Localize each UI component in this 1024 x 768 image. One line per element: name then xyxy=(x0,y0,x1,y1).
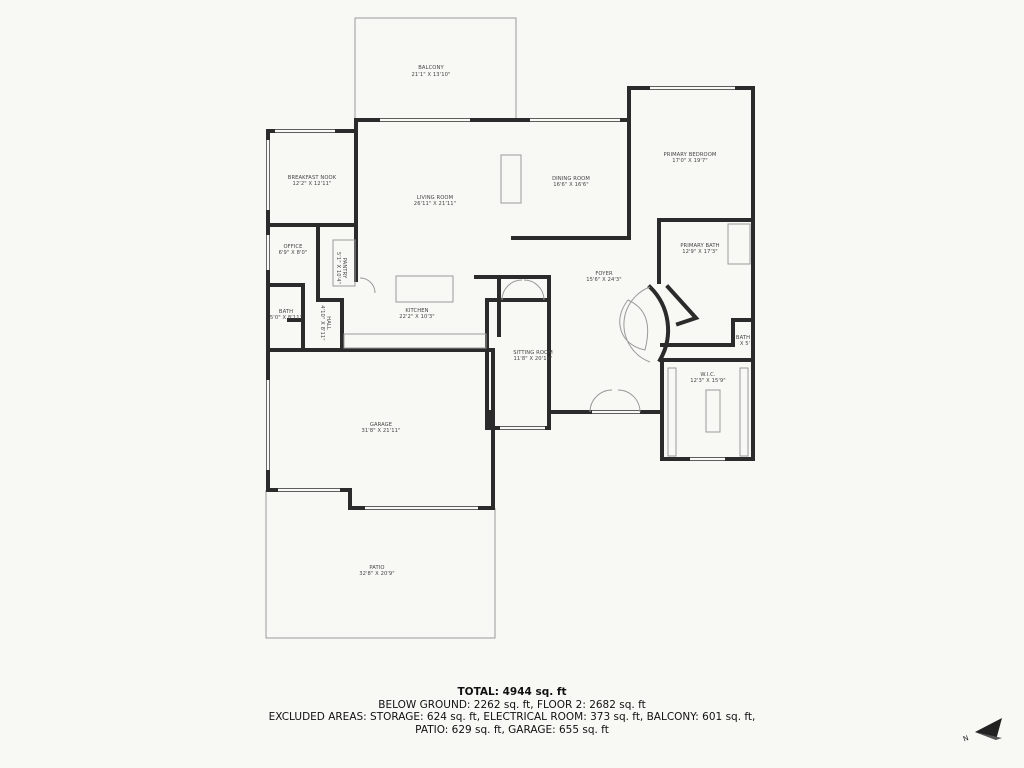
room-bath-2-dims: X 5' xyxy=(740,341,750,347)
room-garage-dims: 31'8" X 21'11" xyxy=(362,428,401,434)
summary-line-2: EXCLUDED AREAS: STORAGE: 624 sq. ft, ELE… xyxy=(268,711,756,723)
room-office-dims: 6'9" X 8'0" xyxy=(279,250,308,256)
balcony-outline xyxy=(354,17,517,120)
room-garage-name: GARAGE xyxy=(370,422,392,428)
room-dining-room-dims: 16'6" X 16'6" xyxy=(553,182,589,188)
room-breakfast-nook-dims: 12'2" X 12'11" xyxy=(293,181,332,187)
room-breakfast-nook-name: BREAKFAST NOOK xyxy=(288,175,337,181)
room-pantry-dims: 5'1" X 10'4" xyxy=(335,252,341,284)
room-primary-bath-name: PRIMARY BATH xyxy=(680,243,719,249)
room-sitting-room-dims: 11'8" X 20'10" xyxy=(514,356,553,362)
north-arrow-icon: N xyxy=(962,718,1002,743)
summary-line-3: PATIO: 629 sq. ft, GARAGE: 655 sq. ft xyxy=(415,723,609,736)
room-office-name: OFFICE xyxy=(283,244,302,250)
total-area: TOTAL: 4944 sq. ft xyxy=(457,686,567,698)
room-bath-name: BATH xyxy=(279,309,293,315)
room-wic-name: W.I.C. xyxy=(700,372,715,378)
room-bath-2-name: BATH xyxy=(736,335,750,341)
compass-label: N xyxy=(962,734,970,743)
room-bath-dims: 5'0" X 8'11" xyxy=(270,315,302,321)
room-kitchen-dims: 22'2" X 10'3" xyxy=(399,314,435,320)
room-dining-room-name: DINING ROOM xyxy=(552,176,590,182)
room-primary-bedroom-dims: 17'0" X 19'7" xyxy=(672,158,708,164)
summary-line-1: BELOW GROUND: 2262 sq. ft, FLOOR 2: 2682… xyxy=(378,698,646,711)
room-wic-dims: 12'3" X 15'9" xyxy=(690,378,726,384)
area-summary: TOTAL: 4944 sq. ft BELOW GROUND: 2262 sq… xyxy=(0,686,1024,736)
room-balcony-dims: 21'1" X 13'10" xyxy=(412,72,451,78)
room-sitting-room-name: SITTING ROOM xyxy=(513,350,553,356)
walls xyxy=(266,86,755,510)
room-hall-dims: 4'10" X 8'11" xyxy=(319,305,325,341)
room-living-room-name: LIVING ROOM xyxy=(417,195,453,201)
room-balcony-name: BALCONY xyxy=(418,65,444,71)
room-foyer-dims: 15'6" X 24'3" xyxy=(586,277,622,283)
room-kitchen-name: KITCHEN xyxy=(405,308,428,314)
room-labels: BALCONY 21'1" X 13'10" BREAKFAST NOOK 12… xyxy=(270,65,750,577)
room-primary-bath-dims: 12'9" X 17'3" xyxy=(682,249,718,255)
room-primary-bedroom-name: PRIMARY BEDROOM xyxy=(664,152,717,158)
patio-outline xyxy=(265,490,496,639)
room-pantry-name: PANTRY xyxy=(341,258,347,279)
room-living-room-dims: 26'11" X 21'11" xyxy=(414,201,456,207)
room-patio-dims: 32'8" X 20'9" xyxy=(359,571,395,577)
windows xyxy=(266,86,735,510)
room-foyer-name: FOYER xyxy=(595,271,613,277)
fixtures xyxy=(332,154,751,457)
room-patio-name: PATIO xyxy=(369,565,384,571)
room-hall-name: HALL xyxy=(325,316,331,330)
